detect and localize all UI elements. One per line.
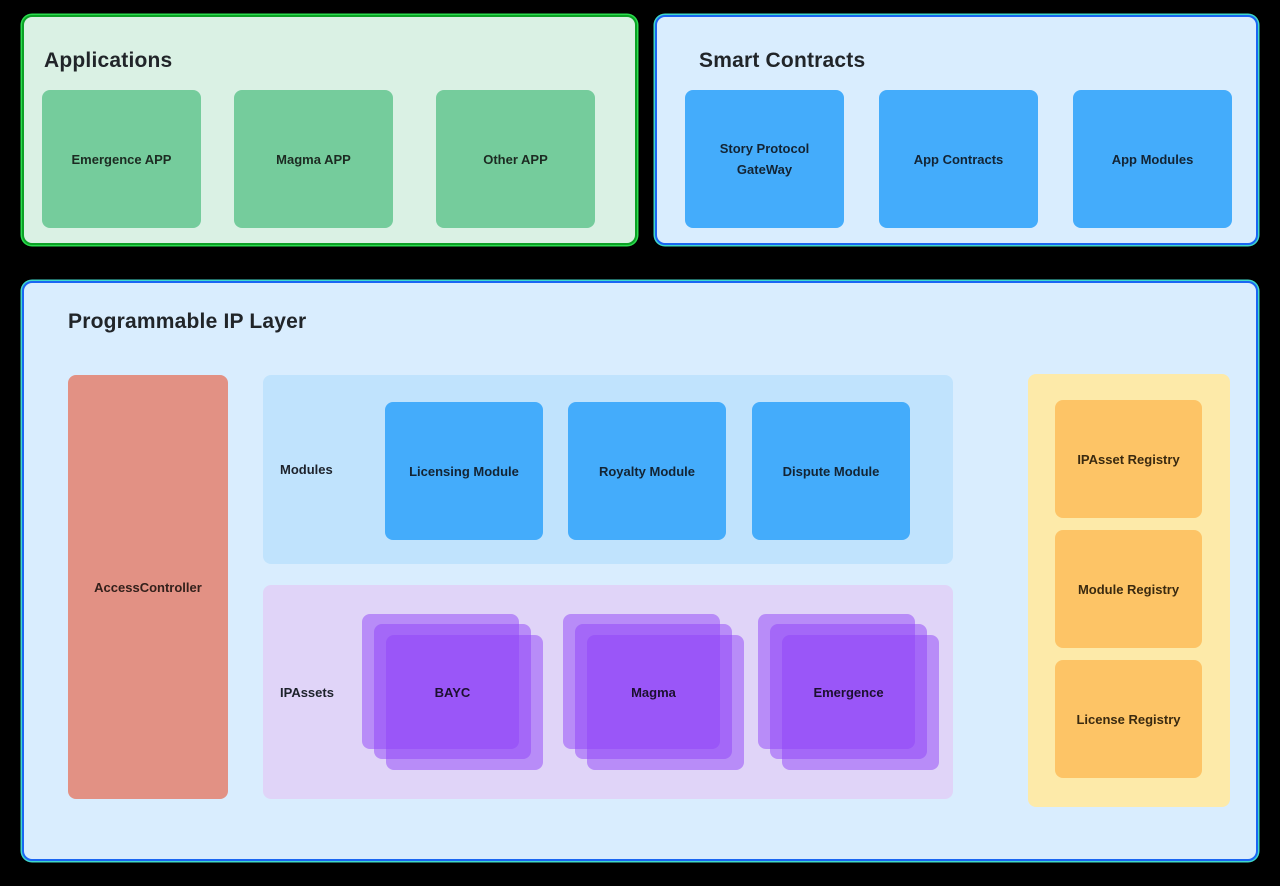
- node-label: BAYC: [434, 684, 471, 700]
- node-module-registry: Module Registry: [1055, 530, 1202, 648]
- node-label: Dispute Module: [782, 463, 880, 479]
- node-ipasset-registry: IPAsset Registry: [1055, 400, 1202, 518]
- node-label: App Contracts: [913, 151, 1004, 167]
- modules-panel: Modules Licensing Module Royalty Module …: [263, 375, 953, 564]
- node-label: Licensing Module: [409, 463, 519, 479]
- programmable-ip-layer-title: Programmable IP Layer: [68, 310, 307, 333]
- modules-panel-label: Modules: [280, 462, 333, 477]
- node-stack-bayc: BAYC: [362, 614, 543, 770]
- node-stack-emergence: Emergence: [758, 614, 939, 770]
- applications-title: Applications: [44, 49, 173, 72]
- node-emergence-app: Emergence APP: [42, 90, 201, 228]
- node-other-app: Other APP: [436, 90, 595, 228]
- node-label: Emergence: [813, 684, 884, 700]
- ipassets-panel: IPAssets BAYC Magma Emergence: [263, 585, 953, 799]
- node-app-modules: App Modules: [1073, 90, 1232, 228]
- node-label: AccessController: [94, 579, 202, 595]
- smart-contracts-box: Smart Contracts Story Protocol GateWay A…: [655, 15, 1258, 245]
- ipassets-panel-label: IPAssets: [280, 684, 334, 700]
- programmable-ip-layer-box: Programmable IP Layer AccessController M…: [22, 281, 1258, 861]
- stack-card-front: [386, 635, 543, 770]
- stack-card-front: [587, 635, 744, 770]
- node-access-controller: AccessController: [68, 375, 228, 799]
- node-label: Other APP: [483, 151, 548, 167]
- node-label: License Registry: [1076, 711, 1181, 727]
- node-app-contracts: App Contracts: [879, 90, 1038, 228]
- node-label: IPAsset Registry: [1077, 451, 1180, 467]
- registries-panel: IPAsset Registry Module Registry License…: [1028, 374, 1230, 807]
- smart-contracts-title: Smart Contracts: [699, 49, 866, 72]
- node-story-protocol-gateway: Story Protocol GateWay: [685, 90, 844, 228]
- node-label: Module Registry: [1077, 581, 1180, 597]
- node-label: Emergence APP: [71, 151, 172, 167]
- node-royalty-module: Royalty Module: [568, 402, 726, 540]
- node-label: Magma APP: [276, 151, 351, 167]
- node-label: App Modules: [1111, 151, 1194, 167]
- applications-box: Applications Emergence APP Magma APP Oth…: [22, 15, 637, 245]
- node-magma-app: Magma APP: [234, 90, 393, 228]
- node-label: Royalty Module: [598, 463, 696, 479]
- node-stack-magma: Magma: [563, 614, 744, 770]
- node-label: Magma: [631, 684, 676, 700]
- node-licensing-module: Licensing Module: [385, 402, 543, 540]
- stack-card-front: [782, 635, 939, 770]
- node-dispute-module: Dispute Module: [752, 402, 910, 540]
- node-label: Story Protocol GateWay: [719, 141, 810, 177]
- node-license-registry: License Registry: [1055, 660, 1202, 778]
